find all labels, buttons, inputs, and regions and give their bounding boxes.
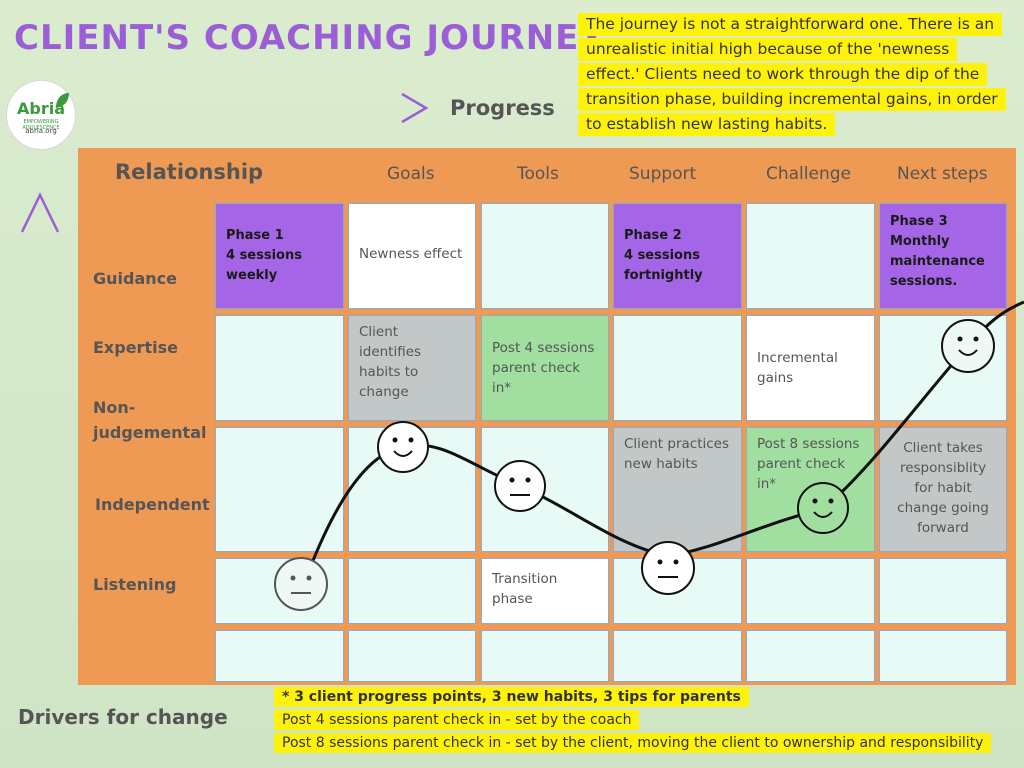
cell-r5-c5 (746, 630, 875, 682)
cell-post-4-sessions: Post 4 sessions parent check in* (481, 315, 609, 421)
cell-transition-phase: Transition phase (481, 558, 609, 624)
drivers-label: Drivers for change (18, 705, 228, 729)
row-label-non-judgemental-line2: judgemental (93, 423, 207, 442)
cell-r4-c4 (613, 558, 742, 624)
cell-r1-tools (481, 203, 609, 309)
header-challenge: Challenge (766, 164, 851, 184)
cell-r1-challenge (746, 203, 875, 309)
cell-post-8-sessions: Post 8 sessions parent check in* (746, 427, 875, 552)
footnote-2-text: Post 4 sessions parent check in - set by… (274, 710, 640, 730)
row-label-non-judgemental: Non- judgemental (93, 395, 206, 445)
cell-r5-c1 (215, 630, 344, 682)
logo-name: Abria (16, 99, 65, 118)
header-support: Support (629, 164, 697, 184)
row-label-expertise: Expertise (93, 338, 178, 357)
cell-r5-c2 (348, 630, 476, 682)
cell-r3-c3 (481, 427, 609, 552)
header-relationship: Relationship (115, 160, 264, 184)
cell-r4-c2 (348, 558, 476, 624)
phase-3-line2: Monthly (890, 234, 950, 249)
cell-r4-c6 (879, 558, 1007, 624)
phase-3-line3: maintenance (890, 254, 985, 269)
phase-3-title: Phase 3 (890, 214, 948, 229)
footnote-3-text: Post 8 sessions parent check in - set by… (274, 733, 992, 753)
progress-arrow (100, 92, 429, 124)
footnote-2: Post 4 sessions parent check in - set by… (274, 710, 640, 730)
cell-r4-c5 (746, 558, 875, 624)
logo-url: abria.org (25, 127, 57, 135)
intro-highlight: The journey is not a straightforward one… (578, 13, 1006, 136)
cell-r2-c1 (215, 315, 344, 421)
row-label-independent: Independent (95, 495, 210, 514)
cell-client-takes: Client takes responsiblity for habit cha… (879, 427, 1007, 552)
cell-phase-3: Phase 3 Monthly maintenance sessions. (879, 203, 1007, 309)
progress-label: Progress (450, 96, 555, 120)
phase-3-line4: sessions. (890, 274, 958, 289)
cell-r3-c2 (348, 427, 476, 552)
cell-r5-c6 (879, 630, 1007, 682)
phase-2-title: Phase 2 (624, 228, 682, 243)
row-label-listening: Listening (93, 575, 177, 594)
cell-r4-c1 (215, 558, 344, 624)
leaf-icon (56, 93, 69, 108)
footnote-1-text: * 3 client progress points, 3 new habits… (274, 687, 749, 707)
abria-logo: Abria EMPOWERING ADOLESCENCE abria.org (6, 80, 76, 150)
drivers-arrow (20, 192, 60, 690)
cell-r3-c1 (215, 427, 344, 552)
phase-2-sessions: 4 sessions (624, 248, 700, 263)
cell-phase-1: Phase 1 4 sessions weekly (215, 203, 344, 309)
header-goals: Goals (387, 164, 435, 184)
logo-subtitle: EMPOWERING ADOLESCENCE (22, 119, 60, 131)
page-title: CLIENT'S COACHING JOURNEY (14, 18, 606, 58)
cell-phase-2: Phase 2 4 sessions fortnightly (613, 203, 742, 309)
cell-incremental-gains: Incremental gains (746, 315, 875, 421)
cell-r5-c3 (481, 630, 609, 682)
intro-text: The journey is not a straightforward one… (578, 12, 1006, 137)
phase-1-title: Phase 1 (226, 228, 284, 243)
phase-1-sessions: 4 sessions (226, 248, 302, 263)
cell-client-practices: Client practices new habits (613, 427, 742, 552)
phase-1-frequency: weekly (226, 268, 278, 283)
footnote-1: * 3 client progress points, 3 new habits… (274, 687, 749, 707)
cell-r2-c6 (879, 315, 1007, 421)
cell-client-identifies: Client identifies habits to change (348, 315, 476, 421)
footnote-3: Post 8 sessions parent check in - set by… (274, 733, 992, 753)
cell-newness-effect: Newness effect (348, 203, 476, 309)
header-next-steps: Next steps (897, 164, 988, 184)
cell-r5-c4 (613, 630, 742, 682)
phase-2-frequency: fortnightly (624, 268, 703, 283)
cell-r2-c4 (613, 315, 742, 421)
row-label-non-judgemental-line1: Non- (93, 398, 136, 417)
row-label-guidance: Guidance (93, 269, 177, 288)
header-tools: Tools (517, 164, 559, 184)
